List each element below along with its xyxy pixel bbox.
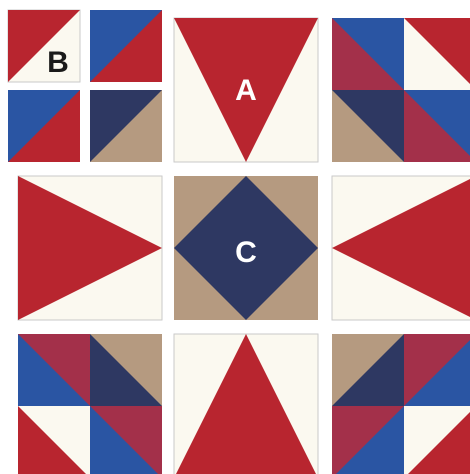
corner-br-quad-3: [332, 406, 404, 474]
corner-bl-quad-4: [90, 406, 162, 474]
corner-bl-quad-2: [90, 334, 162, 406]
label-b: B: [47, 46, 69, 79]
unit-c-block: C: [174, 176, 318, 320]
unit-a-block: A: [174, 18, 318, 162]
flying-geese-bottom: [174, 334, 318, 474]
corner-tr-quad-4: [404, 90, 470, 162]
unit-b-block: B: [8, 10, 162, 162]
flying-geese-left: [18, 176, 162, 320]
corner-br-quad-1: [332, 334, 404, 406]
hst-small-4: [90, 90, 162, 162]
corner-block-bottom-left: [18, 334, 162, 474]
corner-tr-quad-1: [332, 18, 404, 90]
corner-block-top-right: [332, 18, 470, 162]
corner-bl-quad-3: [18, 406, 90, 474]
label-c: C: [235, 236, 257, 269]
hst-small-2: [90, 10, 162, 82]
corner-br-quad-2: [404, 334, 470, 406]
corner-br-quad-4: [404, 406, 470, 474]
corner-tr-quad-3: [332, 90, 404, 162]
flying-geese-right: [332, 176, 470, 320]
corner-block-bottom-right: [332, 334, 470, 474]
hst-small-1: [8, 10, 80, 82]
label-a: A: [235, 74, 257, 107]
corner-bl-quad-1: [18, 334, 90, 406]
hst-small-3: [8, 90, 80, 162]
corner-tr-quad-2: [404, 18, 470, 90]
